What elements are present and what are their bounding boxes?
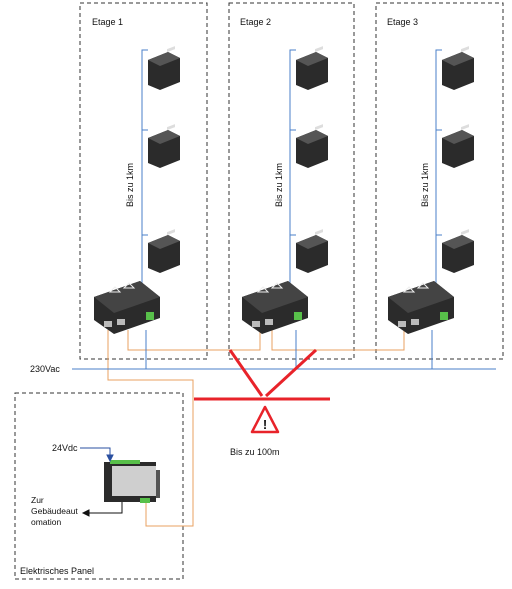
floor-2-distance-label: Bis zu 1km <box>274 163 284 207</box>
supply-line <box>80 447 114 463</box>
supply-label: 24Vdc <box>52 443 78 453</box>
field-device-icon <box>148 124 180 168</box>
floor-1-label: Etage 1 <box>92 17 123 27</box>
distance-main-label: Bis zu 100m <box>230 447 280 457</box>
field-bus-lines <box>141 49 442 285</box>
automation-label-line-2: Gebäudeaut <box>31 506 78 516</box>
floor-3-label: Etage 3 <box>387 17 418 27</box>
warning-triangle-icon: ! <box>250 405 280 434</box>
electrical-panel-zone: Elektrisches Panel <box>14 392 184 580</box>
floor-1-distance-label: Bis zu 1km <box>125 163 135 207</box>
automation-line <box>81 502 123 517</box>
floor-zone-1: Etage 1 <box>79 2 208 360</box>
field-device-icon <box>442 229 474 273</box>
panel-label: Elektrisches Panel <box>20 566 94 576</box>
field-device-icon <box>296 124 328 168</box>
field-device-icon <box>148 46 180 90</box>
field-device-icon <box>296 229 328 273</box>
floor-zone-2: Etage 2 <box>228 2 355 360</box>
controller-floor-3 <box>388 281 454 334</box>
field-device-icon <box>442 46 474 90</box>
bus-lines <box>107 330 405 527</box>
controller-floor-2 <box>242 281 308 334</box>
field-device-icon <box>148 229 180 273</box>
power-label: 230Vac <box>30 364 60 374</box>
floor-2-label: Etage 2 <box>240 17 271 27</box>
power-line <box>72 330 496 370</box>
main-bus <box>194 348 330 401</box>
field-devices <box>148 46 474 273</box>
automation-label-line-1: Zur <box>31 495 44 505</box>
gateway-icon <box>104 460 160 503</box>
automation-label-line-3: omation <box>31 517 62 527</box>
field-device-icon <box>296 46 328 90</box>
warning-symbol: ! <box>263 417 267 432</box>
floor-zone-3: Etage 3 <box>375 2 504 360</box>
controller-floor-1 <box>94 281 160 334</box>
floor-3-distance-label: Bis zu 1km <box>420 163 430 207</box>
field-device-icon <box>442 124 474 168</box>
